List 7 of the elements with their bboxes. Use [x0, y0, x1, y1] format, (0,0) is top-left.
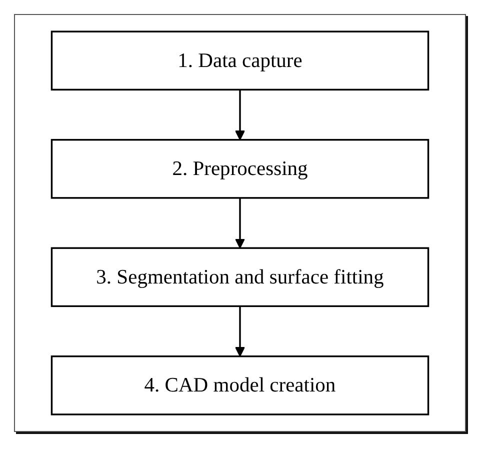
process-box: 1. Data capture	[50, 30, 430, 91]
process-box: 2. Preprocessing	[50, 138, 430, 199]
arrow	[234, 306, 246, 357]
process-box: 3. Segmentation and surface fitting	[50, 247, 430, 308]
arrow	[234, 198, 246, 249]
arrow	[234, 90, 246, 140]
process-box: 4. CAD model creation	[50, 355, 430, 416]
